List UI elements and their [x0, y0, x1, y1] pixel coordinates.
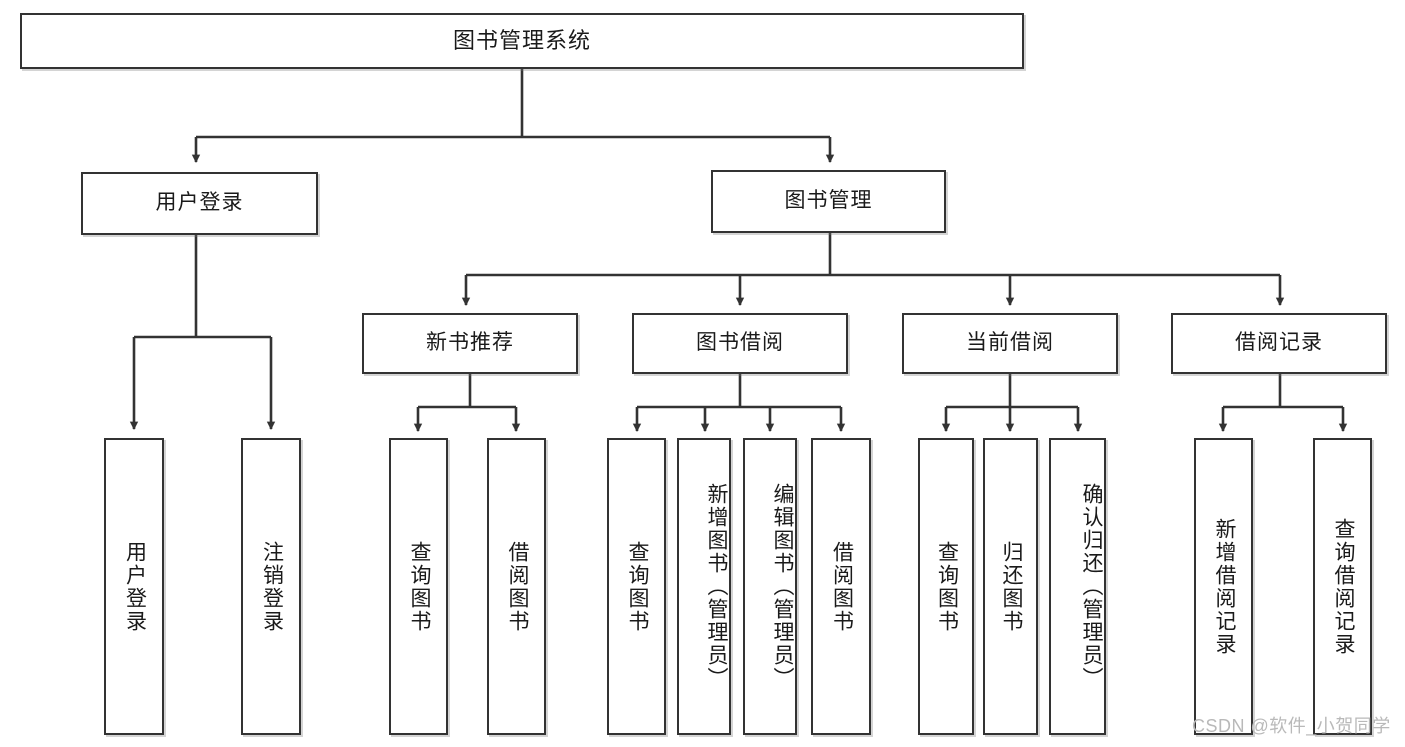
node-leaf-record-add[interactable]: 新增借阅记录 [1194, 438, 1253, 735]
node-leaf-current-confirm-return[interactable]: 确认归还（管理员） [1049, 438, 1106, 735]
node-label: 查询借阅记录 [1331, 517, 1355, 656]
node-label: 图书借阅 [696, 331, 784, 355]
node-label: 新书推荐 [426, 331, 514, 355]
node-label: 编辑图书（管理员） [771, 483, 794, 690]
node-label: 查询图书 [407, 540, 431, 633]
node-label: 查询图书 [935, 540, 959, 633]
node-current-borrow[interactable]: 当前借阅 [902, 313, 1118, 374]
node-label: 图书管理系统 [452, 28, 591, 54]
node-leaf-recommend-query-book[interactable]: 查询图书 [389, 438, 448, 735]
node-label: 借阅图书 [830, 540, 854, 633]
watermark: CSDN @软件_小贺同学 [1192, 716, 1391, 736]
node-label: 归还图书 [999, 540, 1023, 633]
node-leaf-recommend-borrow-book[interactable]: 借阅图书 [487, 438, 546, 735]
node-label: 借阅图书 [505, 540, 529, 633]
node-borrow-record[interactable]: 借阅记录 [1171, 313, 1387, 374]
node-leaf-borrow-add-book[interactable]: 新增图书（管理员） [677, 438, 731, 735]
node-leaf-borrow-query-book[interactable]: 查询图书 [607, 438, 666, 735]
node-label: 新增借阅记录 [1212, 517, 1236, 656]
node-label: 注销登录 [260, 540, 284, 633]
node-label: 当前借阅 [966, 331, 1054, 355]
node-label: 查询图书 [625, 540, 649, 633]
node-label: 用户登录 [155, 191, 244, 215]
node-new-book-recommend[interactable]: 新书推荐 [362, 313, 578, 374]
node-leaf-borrow-edit-book[interactable]: 编辑图书（管理员） [743, 438, 797, 735]
node-label: 图书管理 [784, 189, 873, 213]
node-leaf-user-logout[interactable]: 注销登录 [241, 438, 301, 735]
node-leaf-record-query[interactable]: 查询借阅记录 [1313, 438, 1372, 735]
node-leaf-current-query-book[interactable]: 查询图书 [918, 438, 974, 735]
node-label: 确认归还（管理员） [1080, 483, 1103, 690]
node-label: 用户登录 [123, 540, 147, 633]
node-label: 借阅记录 [1235, 331, 1323, 355]
node-leaf-user-login[interactable]: 用户登录 [104, 438, 164, 735]
node-leaf-current-return-book[interactable]: 归还图书 [983, 438, 1038, 735]
node-label: 新增图书（管理员） [705, 483, 728, 690]
node-user-login[interactable]: 用户登录 [81, 172, 318, 235]
node-leaf-borrow-borrow-book[interactable]: 借阅图书 [811, 438, 871, 735]
node-book-management[interactable]: 图书管理 [711, 170, 946, 233]
node-book-borrow[interactable]: 图书借阅 [632, 313, 848, 374]
node-root-book-management-system[interactable]: 图书管理系统 [20, 13, 1024, 69]
